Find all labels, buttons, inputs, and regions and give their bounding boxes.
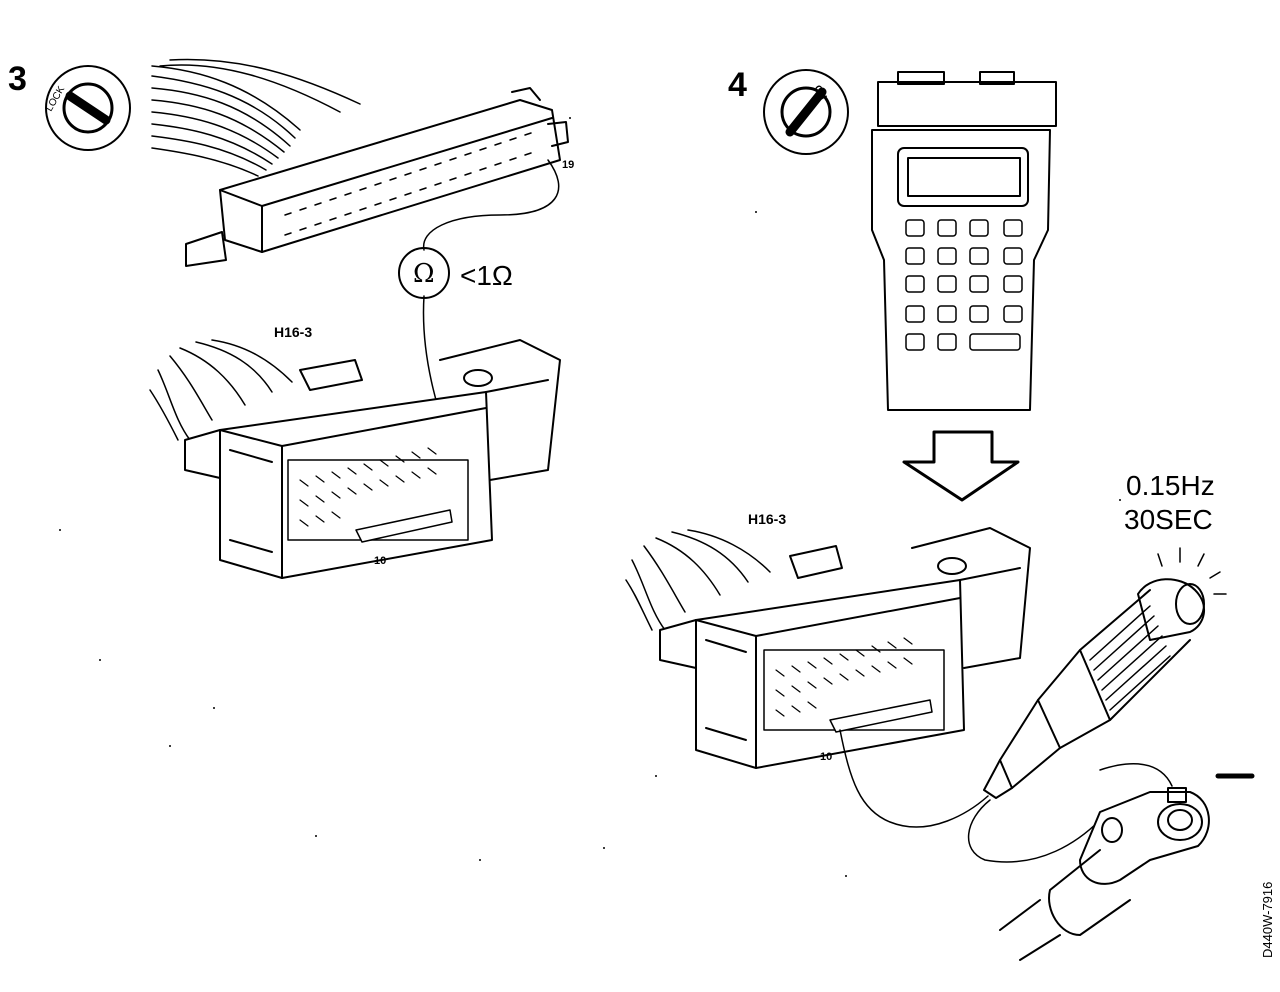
test-lamp-icon xyxy=(983,547,1227,799)
ignition-key-on-icon xyxy=(763,69,849,155)
connector-h16-3-step4 xyxy=(625,527,1031,769)
down-arrow-icon xyxy=(902,430,1020,502)
handheld-tester-icon xyxy=(871,71,1057,411)
signal-frequency: 0.15Hz xyxy=(1126,470,1215,501)
pin-19-label: 19 xyxy=(562,159,575,171)
figure-code: D440W-7916 xyxy=(1260,881,1275,958)
signal-duration: 30SEC xyxy=(1124,504,1213,535)
pin-10-label-step4: 10 xyxy=(820,751,833,763)
connector-name-step4: H16-3 xyxy=(748,511,787,527)
connector-h16-3-step3 xyxy=(149,339,561,579)
test-lamp-leads xyxy=(839,729,1173,863)
scan-specks xyxy=(59,117,1121,877)
pin-10-label-step3: 10 xyxy=(374,555,387,567)
resistance-reading: <1Ω xyxy=(460,260,513,291)
step-3-number: 3 xyxy=(8,60,27,98)
harness-wires-top xyxy=(151,58,361,177)
ignition-key-lock-icon xyxy=(45,65,131,151)
ground-terminal-icon xyxy=(999,787,1210,961)
step-4-number: 4 xyxy=(728,66,747,104)
ohm-symbol: Ω xyxy=(413,259,435,289)
ecu-connector-top xyxy=(185,87,569,267)
ohmmeter-icon xyxy=(398,247,450,299)
connector-name-step3: H16-3 xyxy=(274,324,313,340)
